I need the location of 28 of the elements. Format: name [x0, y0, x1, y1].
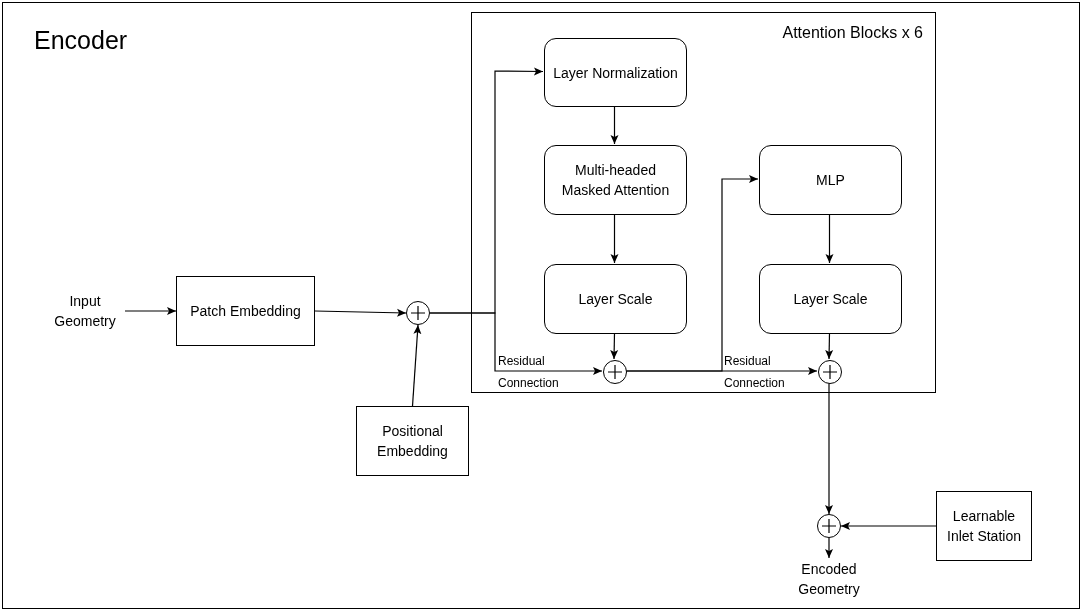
- input-box: Positional Embedding: [356, 406, 469, 476]
- input-box: Patch Embedding: [176, 276, 315, 346]
- process-box: Layer Scale: [544, 264, 687, 334]
- arrow: [411, 324, 422, 407]
- process-box: Layer Normalization: [544, 38, 687, 107]
- group-title: Attention Blocks x 6: [782, 23, 923, 43]
- arrow: [610, 213, 619, 264]
- arrow: [825, 332, 834, 360]
- io-label: Encoded Geometry: [784, 558, 874, 600]
- diagram-title: Encoder: [34, 25, 128, 56]
- arrow: [840, 522, 937, 530]
- input-box: Learnable Inlet Station: [936, 491, 1032, 561]
- arrow: [610, 105, 619, 145]
- edge-label: Residual Connection: [724, 353, 786, 392]
- arrow: [625, 367, 818, 375]
- arrow: [124, 307, 177, 315]
- arrow: [429, 312, 603, 375]
- io-label: Input Geometry: [45, 290, 125, 332]
- arrow: [825, 382, 833, 515]
- arrow: [825, 213, 834, 264]
- process-box: Layer Scale: [759, 264, 902, 334]
- arrow: [314, 308, 407, 317]
- arrow: [610, 332, 619, 360]
- process-box: Multi-headed Masked Attention: [544, 145, 687, 215]
- arrow: [825, 537, 833, 559]
- process-box: MLP: [759, 145, 902, 215]
- group-frame: [471, 12, 936, 393]
- edge-label: Residual Connection: [498, 353, 560, 392]
